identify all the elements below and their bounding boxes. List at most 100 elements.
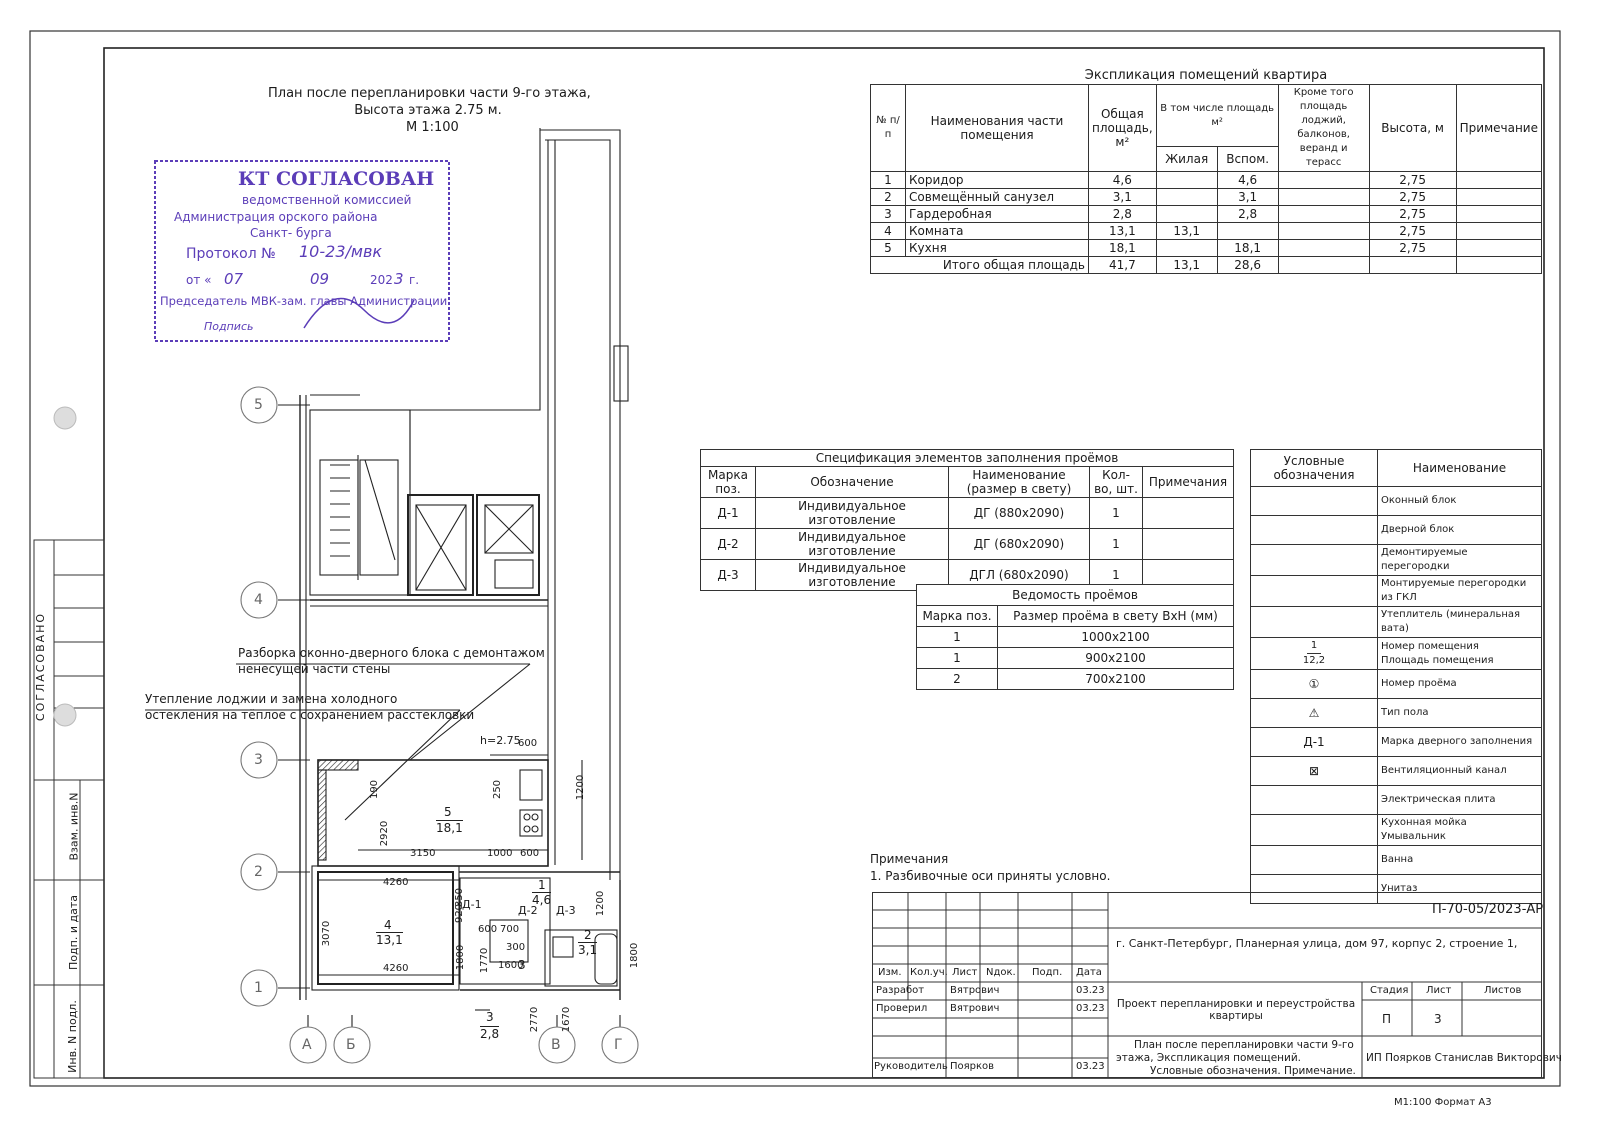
openings-col-size: Размер проёма в свету ВхН (мм)	[997, 605, 1234, 627]
notes-title: Примечания	[870, 852, 949, 866]
date-prover: 03.23	[1076, 1003, 1105, 1014]
dim-250: 250	[492, 779, 504, 800]
title-block: П-70-05/2023-АР г. Санкт-Петербург, План…	[872, 892, 1562, 1078]
date-ruk: 03.23	[1076, 1061, 1105, 1072]
axis-label-2: 2	[254, 864, 263, 880]
dim-3070: 3070	[321, 920, 333, 947]
spec-col-qty: Кол-во, шт.	[1089, 466, 1143, 498]
door-d3-label: Д-3	[556, 904, 576, 917]
hdr-podp: Подп.	[1032, 967, 1063, 978]
dim-3150: 3150	[410, 848, 436, 859]
role-razrab: Разработ	[876, 985, 925, 996]
side-strip	[33, 539, 105, 1079]
dim-1200: 1200	[575, 774, 587, 801]
spec-title: Спецификация элементов заполнения проёмо…	[700, 449, 1234, 467]
plan-title: План после перепланировки части 9-го эта…	[268, 85, 591, 136]
plan-note-1a: Разборка оконно-дверного блока с демонта…	[238, 646, 545, 660]
dim-height: h=2.75	[480, 734, 521, 747]
explication-table: Экспликация помещений квартира № п/п Наи…	[870, 68, 1543, 274]
dim-2920: 2920	[379, 820, 391, 847]
stamp-protocol-label: Протокол №	[186, 246, 276, 262]
stamp-line3: Администрация орского района	[174, 210, 378, 224]
legend-row-vent: ⊠Вентиляционный канал	[1250, 756, 1542, 786]
room-1-area: 4,6	[532, 892, 552, 907]
floor-type-icon: ⚠	[1250, 698, 1378, 728]
col-total: Общая площадь, м²	[1088, 84, 1157, 172]
stamp-date-year-value: 3	[394, 270, 404, 288]
sheet-value: 3	[1434, 1012, 1442, 1026]
approval-stamp: КТ СОГЛАСОВАН ведомственной комиссией Ад…	[154, 160, 450, 342]
dim-700: 700	[500, 924, 520, 935]
format-label: М1:100 Формат А3	[1394, 1097, 1492, 1108]
plan-note-2b: остекления на тёплое с сохранением расст…	[145, 708, 475, 722]
door-d2-label: Д-2	[518, 904, 538, 917]
openings-title: Ведомость проёмов	[916, 584, 1234, 606]
legend-row-gkl: Монтируемые перегородки из ГКЛ	[1250, 575, 1542, 607]
sheet-description-2: этажа, Экспликация помещений.	[1116, 1052, 1302, 1064]
side-label-vzam: Взам. инв.N	[67, 792, 81, 861]
legend-row-bath: Ванна	[1250, 845, 1542, 875]
stamp-line4: Санкт- бурга	[250, 226, 332, 240]
openings-col-mark: Марка поз.	[916, 605, 998, 627]
outer-frame	[29, 30, 1561, 1087]
dim-1600: 1600	[498, 960, 524, 971]
dim-1770: 1770	[479, 947, 491, 974]
stamp-signature-label: Подпись	[204, 320, 254, 333]
room-2-number: 2	[584, 928, 592, 942]
hdr-izm: Изм.	[878, 967, 902, 978]
sheet-description-3: Условные обозначения. Примечание.	[1150, 1065, 1356, 1077]
door-d1-label: Д-1	[462, 898, 482, 911]
axis-label-v: В	[551, 1037, 561, 1053]
dim-4260a: 4260	[383, 877, 409, 888]
hdr-list: Лист	[952, 967, 978, 978]
room-4-number: 4	[384, 918, 392, 932]
col-height: Высота, м	[1368, 84, 1457, 172]
room-5-area: 18,1	[436, 820, 463, 835]
legend-row-door: Дверной блок	[1250, 515, 1542, 545]
col-aux: Вспом.	[1216, 146, 1279, 172]
legend-row-dashed: Демонтируемые перегородки	[1250, 544, 1542, 576]
side-label-agreed: СОГЛАСОВАНО	[34, 611, 48, 722]
hdr-date: Дата	[1076, 967, 1102, 978]
dim-600a: 600	[518, 738, 538, 749]
axis-label-5: 5	[254, 397, 263, 413]
axis-label-4: 4	[254, 592, 263, 608]
room-2-area: 3,1	[578, 942, 598, 957]
stamp-chairman: Председатель МВК-зам. главы Администраци…	[160, 294, 448, 308]
name-prover: Вятрович	[950, 1003, 1000, 1014]
axis-label-a: А	[302, 1037, 312, 1053]
hdr-ndok: Nдок.	[986, 967, 1016, 978]
col-living: Жилая	[1155, 146, 1218, 172]
axis-label-g: Г	[614, 1037, 623, 1053]
stage-value: П	[1382, 1012, 1392, 1026]
spec-table: Спецификация элементов заполнения проёмо…	[700, 449, 1234, 591]
legend-row-window: Оконный блок	[1250, 486, 1542, 516]
col-num: № п/п	[870, 84, 906, 172]
stamp-title: КТ СОГЛАСОВАН	[238, 168, 435, 190]
punch-hole-icon	[53, 406, 77, 430]
side-label-inv: Инв. N подл.	[65, 1000, 79, 1073]
col-incl: В том числе площадь м²	[1155, 84, 1279, 147]
room-1-number: 1	[538, 878, 546, 892]
spec-col-mark: Марка поз.	[700, 466, 756, 498]
legend-row-toilet: Унитаз	[1250, 874, 1542, 904]
dim-1000: 1000	[487, 848, 513, 859]
signature-icon	[303, 297, 415, 329]
spec-col-name: Наименование (размер в свету)	[948, 466, 1090, 498]
dim-600b: 600	[520, 848, 540, 859]
plan-title-line2: Высота этажа 2.75 м.	[354, 103, 502, 118]
organization: ИП Поярков Станислав Викторович	[1366, 1052, 1562, 1064]
stamp-date-suffix: г.	[409, 273, 420, 287]
spec-col-desig: Обозначение	[755, 466, 949, 498]
col-note: Примечание	[1455, 84, 1543, 172]
notes-item-1: 1. Разбивочные оси приняты условно.	[870, 869, 1111, 883]
